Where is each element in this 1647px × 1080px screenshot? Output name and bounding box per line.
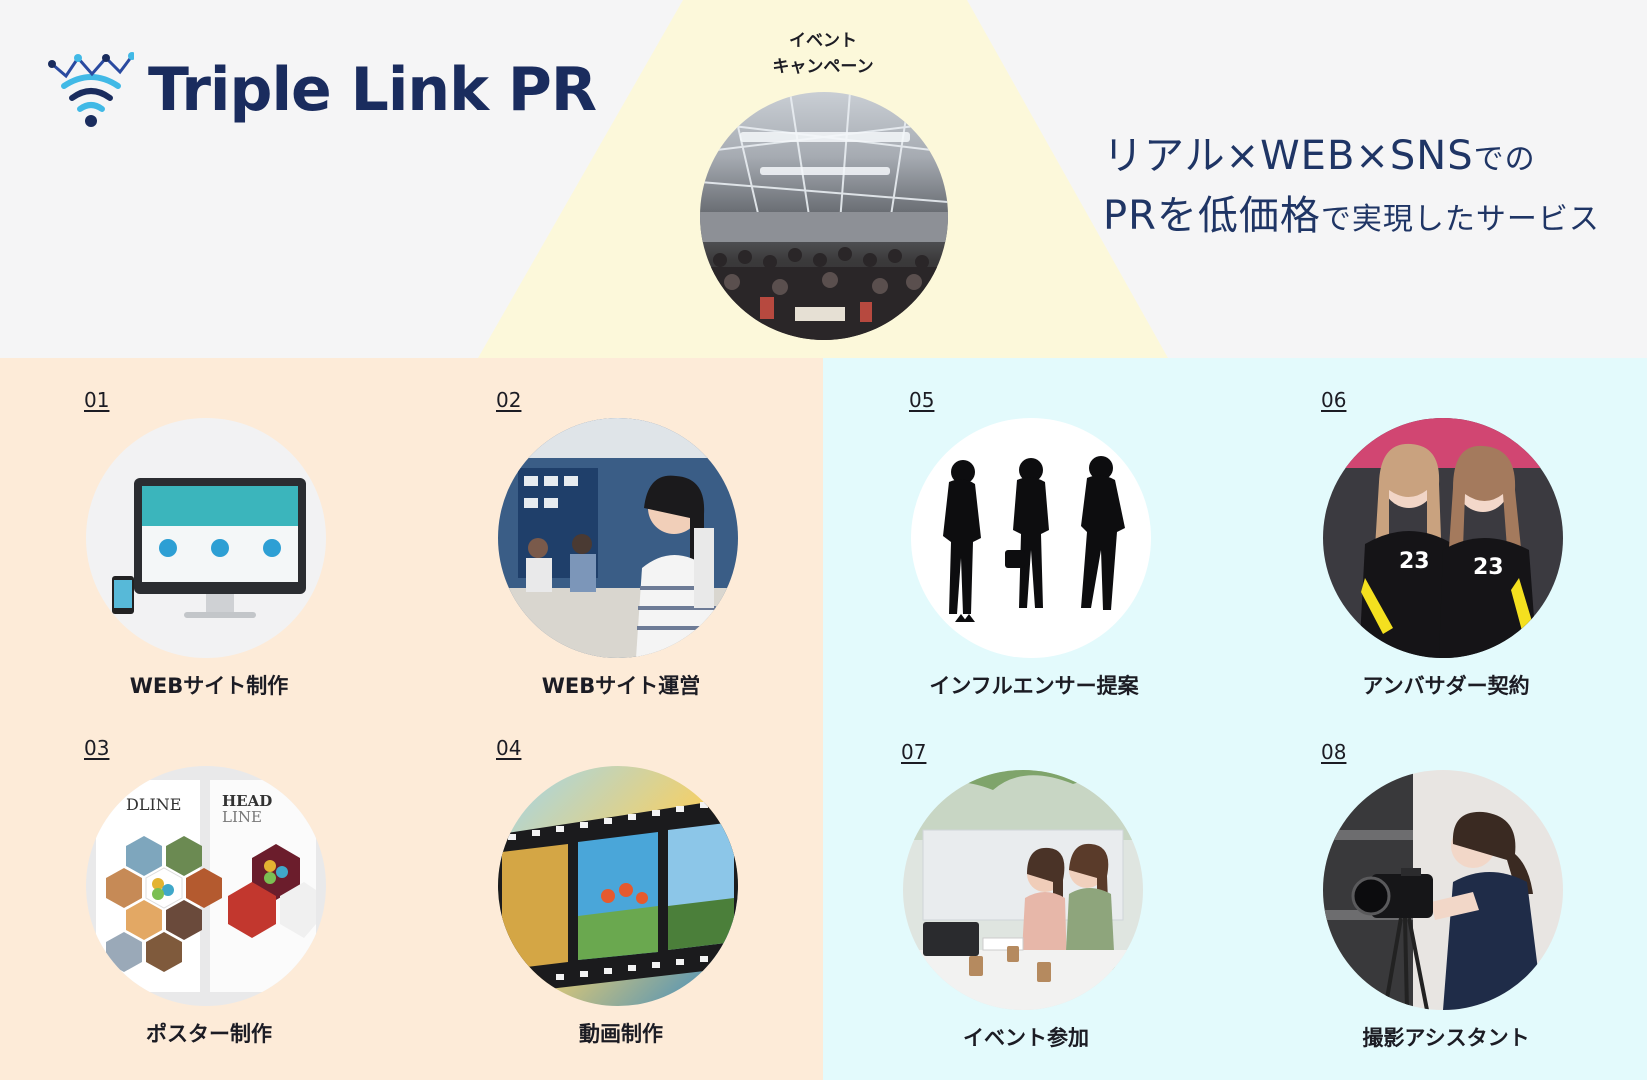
service-number: 08 (1321, 740, 1347, 764)
service-label: WEBサイト運営 (541, 674, 701, 698)
headline-line2-sub: で実現したサービス (1320, 202, 1600, 237)
event-crowd-illustration (700, 92, 948, 340)
service-card-poster-production[interactable]: 03 DLINE HEAD LINE (84, 736, 334, 1046)
service-card-video-production[interactable]: 04 動画制作 (496, 736, 746, 1046)
svg-text:LINE: LINE (222, 808, 262, 826)
service-label: イベント参加 (963, 1026, 1089, 1050)
event-label-line1: イベント (789, 31, 857, 51)
service-number: 02 (496, 388, 522, 412)
service-number: 01 (84, 388, 110, 412)
svg-text:DLINE: DLINE (126, 795, 181, 814)
service-card-web-site-operation[interactable]: 02 WEBサイト運営 (496, 388, 746, 698)
service-label: ポスター制作 (146, 1022, 272, 1046)
event-hall-photo (700, 92, 948, 340)
service-number: 06 (1321, 388, 1347, 412)
headline-line2: PRを低価格で実現したサービス (1103, 188, 1623, 248)
svg-text:HEAD: HEAD (222, 792, 272, 810)
service-number: 07 (901, 740, 927, 764)
wifi-link-logo-icon (48, 52, 134, 127)
svg-text:23: 23 (1473, 555, 1504, 580)
service-card-photography-assistant[interactable]: 08 撮影アシスタント (1321, 740, 1571, 1050)
office-worker-image (498, 418, 738, 658)
logo-wordmark: Triple Link PR (148, 55, 597, 125)
service-label: 撮影アシスタント (1362, 1026, 1530, 1050)
headline-line1-main: リアル×WEB×SNS (1103, 133, 1474, 179)
headline-line1: リアル×WEB×SNSでの (1103, 128, 1623, 188)
event-campaign-label: イベント キャンペーン (723, 28, 923, 80)
service-headline: リアル×WEB×SNSでの PRを低価格で実現したサービス (1103, 128, 1623, 248)
svg-text:23: 23 (1399, 549, 1430, 574)
headline-line1-sub: での (1473, 142, 1536, 177)
service-number: 04 (496, 736, 522, 760)
service-card-ambassador-contract[interactable]: 06 23 23 アンバサダー契約 (1321, 388, 1571, 698)
cafe-meeting-image (903, 770, 1143, 1010)
event-label-line2: キャンペーン (772, 57, 874, 77)
service-card-event-participation[interactable]: 07 イベント参加 (901, 740, 1151, 1050)
monitor-mockup-image (86, 418, 326, 658)
service-number: 03 (84, 736, 110, 760)
headline-line2-main: PRを低価格 (1103, 193, 1321, 239)
header-section: Triple Link PR イベント キャンペーン (0, 0, 1647, 358)
ambassadors-image: 23 23 (1323, 418, 1563, 658)
photographer-image (1323, 770, 1563, 1010)
service-label: アンバサダー契約 (1362, 674, 1530, 698)
sns-services-panel: 05 インフルエンサー提案 06 (823, 358, 1647, 1080)
silhouettes-image (911, 418, 1151, 658)
web-services-panel: 01 WEBサイト制作 02 (0, 358, 823, 1080)
brand-logo[interactable]: Triple Link PR (48, 50, 597, 130)
service-number: 05 (909, 388, 935, 412)
service-card-web-site-production[interactable]: 01 WEBサイト制作 (84, 388, 334, 698)
service-label: 動画制作 (579, 1022, 663, 1046)
film-strip-image (498, 766, 738, 1006)
poster-flyers-image: DLINE HEAD LINE (86, 766, 326, 1006)
service-label: インフルエンサー提案 (929, 674, 1139, 698)
service-card-influencer-proposal[interactable]: 05 インフルエンサー提案 (909, 388, 1159, 698)
service-label: WEBサイト制作 (129, 674, 289, 698)
